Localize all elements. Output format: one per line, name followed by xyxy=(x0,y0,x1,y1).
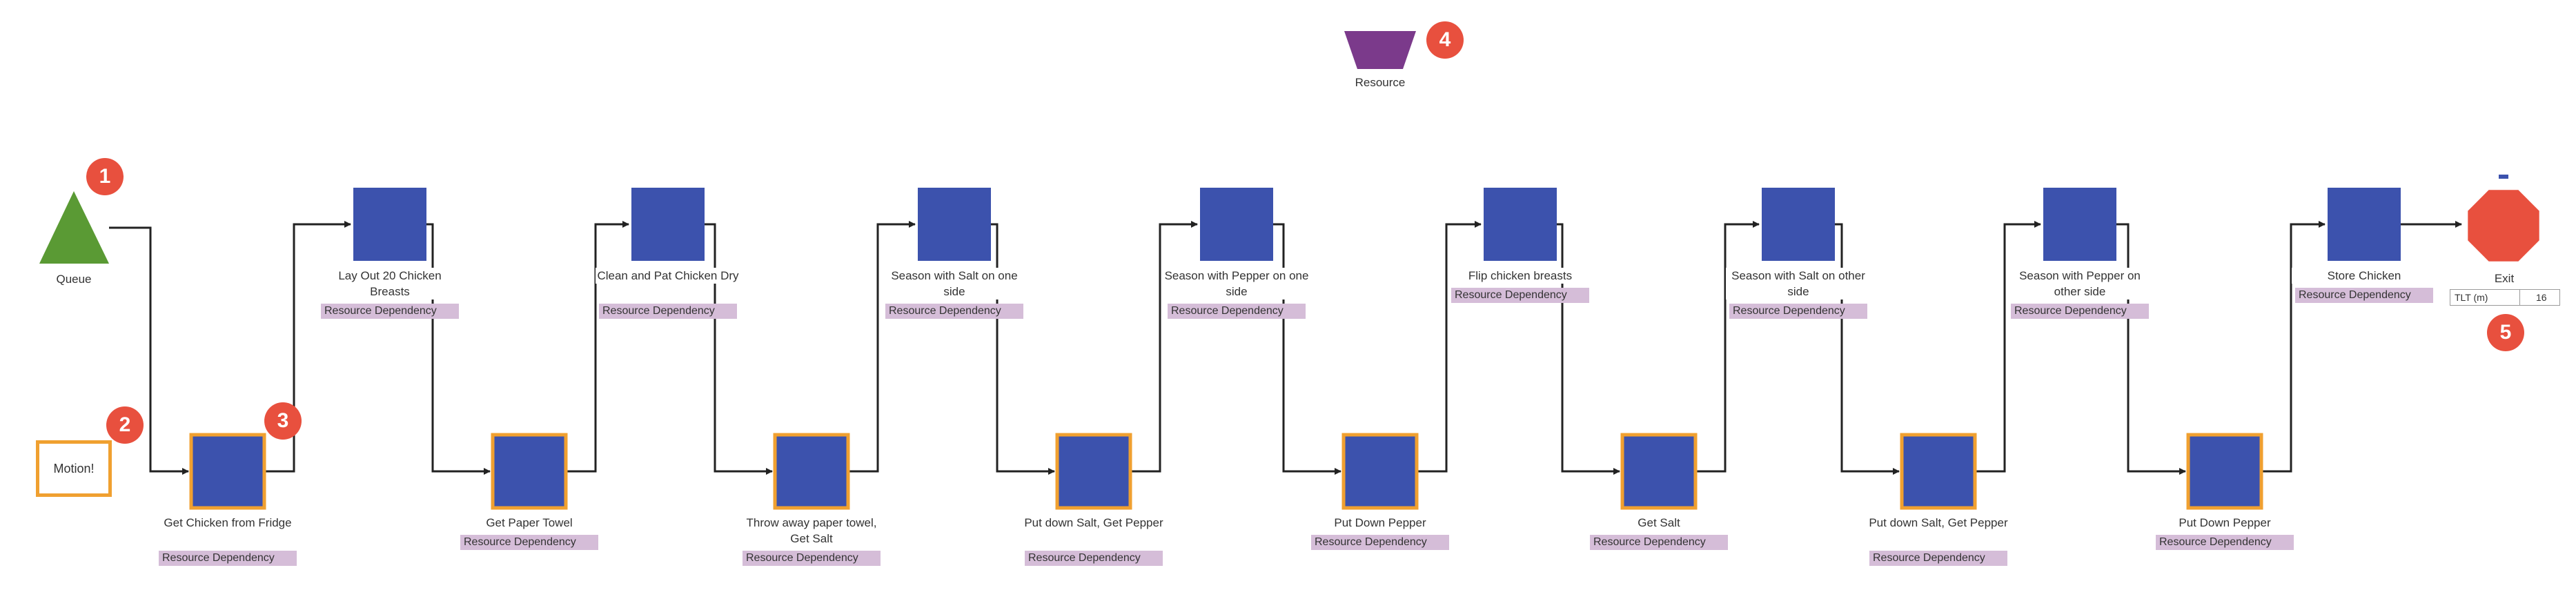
resource-dependency-tag-3[interactable]: Resource Dependency xyxy=(460,535,598,550)
tlt-label: TLT (m) xyxy=(2455,292,2488,303)
connector-lines xyxy=(109,221,2462,475)
connector-step-6-to-7 xyxy=(991,223,1055,475)
connector-step-12-to-13 xyxy=(1835,223,1900,475)
process-step-label-1: Get Chicken from Fridge xyxy=(164,516,292,529)
process-step-box-13[interactable] xyxy=(1900,433,1977,510)
tlt-value: 16 xyxy=(2536,292,2547,303)
connector-step-1-to-2 xyxy=(264,221,351,473)
connector-step-13-to-14 xyxy=(1975,221,2041,473)
resource-dependency-tag-9[interactable]: Resource Dependency xyxy=(1311,535,1449,550)
resource-dependency-tag-6[interactable]: Resource Dependency xyxy=(885,304,1023,319)
tlt-divider xyxy=(2519,290,2520,305)
queue-label: Queue xyxy=(56,273,92,286)
connector-step-5-to-6 xyxy=(848,221,916,473)
process-step-box-9[interactable] xyxy=(1341,433,1419,510)
badge-3: 3 xyxy=(264,402,302,440)
exit-octagon-icon[interactable] xyxy=(2468,190,2539,262)
process-step-box-15[interactable] xyxy=(2186,433,2263,510)
tlt-table: TLT (m) 16 xyxy=(2450,289,2560,306)
process-step-box-2[interactable] xyxy=(353,188,426,261)
resource-dependency-tag-12[interactable]: Resource Dependency xyxy=(1729,304,1867,319)
process-step-box-5[interactable] xyxy=(773,433,850,510)
process-step-label-4: Clean and Pat Chicken Dry xyxy=(596,268,740,284)
process-step-box-10[interactable] xyxy=(1484,188,1557,261)
connector-step-9-to-10 xyxy=(1417,221,1482,473)
badge-5: 5 xyxy=(2487,314,2524,351)
connector-step-3-to-4 xyxy=(566,221,629,473)
exit-marker-icon xyxy=(2499,175,2508,179)
process-step-box-6[interactable] xyxy=(918,188,991,261)
process-step-box-16[interactable] xyxy=(2328,188,2401,261)
process-step-label-5: Throw away paper towel, Get Salt xyxy=(746,516,877,545)
connector-step-14-to-15 xyxy=(2116,223,2186,475)
process-step-label-2: Lay Out 20 Chicken Breasts xyxy=(317,268,462,300)
connector-step-10-to-11 xyxy=(1557,223,1620,475)
resource-legend-label: Resource xyxy=(1355,76,1406,89)
resource-dependency-tag-4[interactable]: Resource Dependency xyxy=(599,304,737,319)
process-step-box-4[interactable] xyxy=(631,188,705,261)
resource-dependency-tag-5[interactable]: Resource Dependency xyxy=(743,551,881,566)
exit-label: Exit xyxy=(2494,272,2515,285)
connector-step-2-to-3 xyxy=(426,223,491,475)
motion-legend-label: Motion! xyxy=(53,462,95,475)
process-step-label-10: Flip chicken breasts xyxy=(1448,268,1593,284)
resource-dependency-tag-7[interactable]: Resource Dependency xyxy=(1025,551,1163,566)
connector-step-15-to-16 xyxy=(2261,221,2326,473)
process-step-label-11: Get Salt xyxy=(1638,516,1680,529)
process-step-label-14: Season with Pepper on other side xyxy=(2007,268,2152,300)
process-step-label-9: Put Down Pepper xyxy=(1334,516,1426,529)
badge-4: 4 xyxy=(1426,21,1464,59)
process-step-label-3: Get Paper Towel xyxy=(486,516,573,529)
process-step-box-14[interactable] xyxy=(2043,188,2116,261)
resource-dependency-tag-15[interactable]: Resource Dependency xyxy=(2156,535,2294,550)
resource-dependency-tag-16[interactable]: Resource Dependency xyxy=(2295,288,2433,303)
process-step-box-7[interactable] xyxy=(1055,433,1132,510)
connector-step-7-to-8 xyxy=(1130,221,1198,473)
connector-step-8-to-9 xyxy=(1273,223,1341,475)
connector-queue-to-step-1 xyxy=(109,226,189,475)
resource-dependency-tag-14[interactable]: Resource Dependency xyxy=(2011,304,2149,319)
process-shapes xyxy=(39,31,2539,510)
process-step-box-12[interactable] xyxy=(1762,188,1835,261)
process-step-box-1[interactable] xyxy=(189,433,266,510)
badge-1: 1 xyxy=(86,158,124,195)
motion-legend-box[interactable]: Motion! xyxy=(36,440,112,497)
process-step-box-3[interactable] xyxy=(491,433,568,510)
resource-dependency-tag-8[interactable]: Resource Dependency xyxy=(1168,304,1306,319)
process-step-label-6: Season with Salt on one side xyxy=(882,268,1027,300)
resource-legend-icon xyxy=(1344,31,1416,69)
connector-step-11-to-12 xyxy=(1695,221,1760,473)
process-step-label-15: Put Down Pepper xyxy=(2179,516,2271,529)
process-step-label-8: Season with Pepper on one side xyxy=(1164,268,1309,300)
badge-2: 2 xyxy=(106,406,144,444)
process-step-label-13: Put down Salt, Get Pepper xyxy=(1869,516,2008,529)
process-step-label-12: Season with Salt on other side xyxy=(1726,268,1871,300)
queue-triangle-icon[interactable] xyxy=(39,191,109,264)
process-step-box-11[interactable] xyxy=(1620,433,1698,510)
resource-dependency-tag-11[interactable]: Resource Dependency xyxy=(1590,535,1728,550)
resource-dependency-tag-10[interactable]: Resource Dependency xyxy=(1451,288,1589,303)
process-step-label-16: Store Chicken xyxy=(2292,268,2437,284)
resource-dependency-tag-2[interactable]: Resource Dependency xyxy=(321,304,459,319)
process-step-label-7: Put down Salt, Get Pepper xyxy=(1024,516,1163,529)
process-step-box-8[interactable] xyxy=(1200,188,1273,261)
connector-step-4-to-5 xyxy=(705,223,773,475)
resource-dependency-tag-1[interactable]: Resource Dependency xyxy=(159,551,297,566)
resource-dependency-tag-13[interactable]: Resource Dependency xyxy=(1869,551,2007,566)
